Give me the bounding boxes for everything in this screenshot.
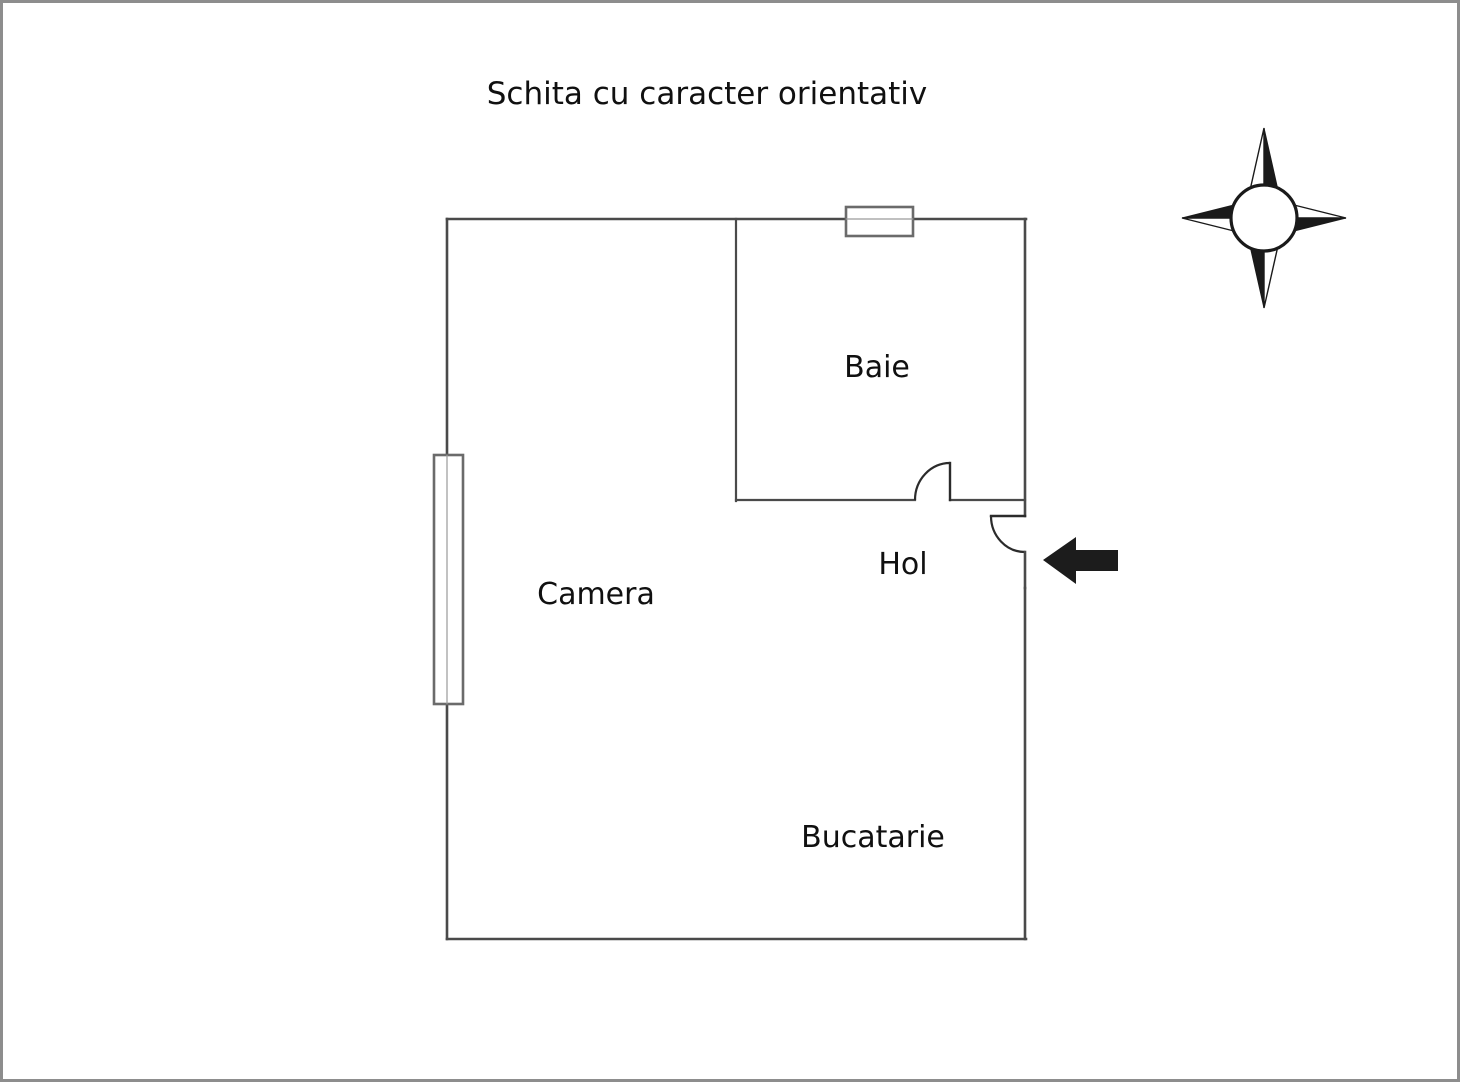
entrance-arrow-icon — [1043, 537, 1118, 584]
room-label-hol: Hol — [878, 547, 927, 582]
door-baie-arc — [913, 461, 951, 501]
window-left — [432, 453, 465, 706]
window-top — [844, 205, 915, 238]
compass-hub — [1229, 183, 1299, 253]
floor-plan-drawing: Schita cu caracter orientativ — [432, 76, 1347, 941]
room-labels: Camera Baie Hol Bucatarie — [537, 350, 945, 855]
door-entrance — [989, 514, 1027, 590]
room-label-camera: Camera — [537, 577, 655, 612]
window-left-frame — [432, 453, 465, 706]
interior-walls — [734, 217, 1027, 503]
page-title: Schita cu caracter orientativ — [487, 76, 928, 112]
entrance-arrow — [1043, 537, 1118, 584]
room-label-bucatarie: Bucatarie — [801, 820, 945, 855]
window-top-frame — [844, 205, 915, 238]
room-label-baie: Baie — [844, 350, 910, 385]
door-entrance-arc — [989, 515, 1026, 554]
door-baie — [913, 461, 952, 502]
compass-rose — [1181, 127, 1347, 309]
